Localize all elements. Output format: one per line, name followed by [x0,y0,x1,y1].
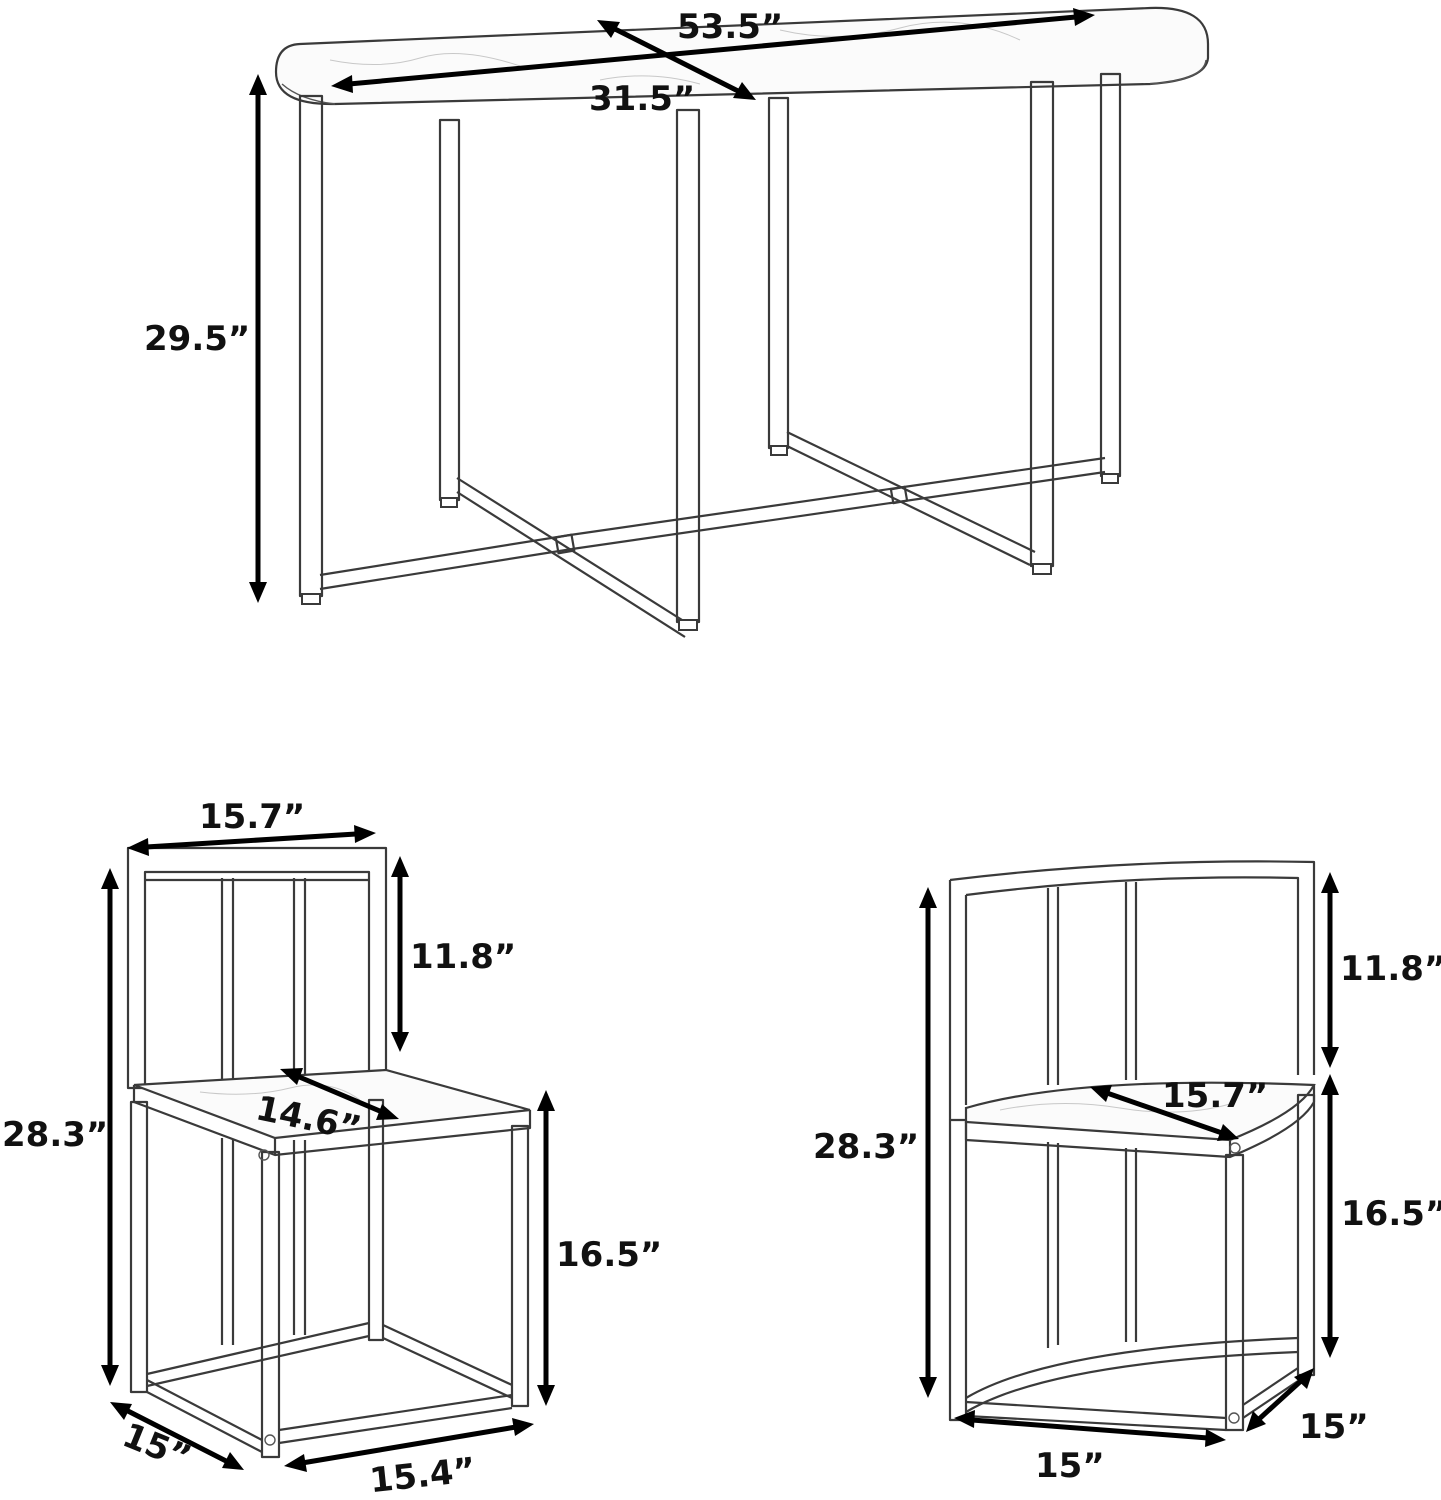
chair-left-base-depth-arrow [110,1402,244,1470]
chair-left-base-width-label: 15.4” [368,1450,478,1500]
chair-left-back-width-label: 15.7” [199,797,305,837]
chair-left-base [129,1098,530,1459]
chair-right-seat-height-label: 16.5” [1341,1194,1441,1234]
chair-right-base-depth-label: 15” [1299,1407,1369,1447]
table-width-arrow [597,20,756,100]
chair-right [948,860,1316,1432]
chair-left-seat-height-label: 16.5” [556,1235,662,1275]
chair-left [126,846,532,1459]
chair-left-total-height-arrow [101,868,119,1386]
chair-right-total-height-arrow [919,887,937,1398]
table-cross-base [319,431,1106,638]
chair-left-back-height-arrow [391,856,409,1052]
table-front-left-leg [298,94,324,605]
chair-right-total-height-label: 28.3” [813,1127,919,1167]
chair-left-back-height-label: 11.8” [410,937,516,977]
chair-left-base-width-arrow [284,1418,534,1472]
table-back-far-right-leg [1099,72,1122,484]
chair-right-base-depth-arrow [1246,1368,1314,1432]
table-length-label: 53.5” [677,7,783,47]
table-height-label: 29.5” [144,319,250,359]
chair-right-back-height-label: 11.8” [1340,949,1441,989]
chair-right-base-width-label: 15” [1035,1446,1105,1486]
chair-right-seat [964,1081,1316,1159]
chair-left-seat [132,1068,532,1157]
table-height-arrow [249,74,267,603]
chair-right-backrest [948,860,1316,1120]
chair-right-seat-depth-label: 15.7” [1162,1076,1268,1116]
table-width-label: 31.5” [589,79,695,119]
table-back-left-leg [438,118,461,508]
chair-left-base-depth-label: 15” [117,1415,197,1478]
dining-table [274,6,1210,638]
chair-left-backrest [126,846,388,1090]
chair-left-total-height-label: 28.3” [2,1115,108,1155]
chair-right-base-width-arrow [954,1410,1226,1447]
chair-left-seat-height-arrow [537,1090,555,1406]
table-front-middle-leg [675,108,701,631]
chair-right-seat-depth-arrow [1090,1085,1239,1141]
chair-right-back-height-arrow [1321,872,1339,1068]
chair-left-back-width-arrow [127,825,376,856]
table-front-right-leg [1029,80,1055,575]
chair-right-base [948,1093,1316,1432]
table-length-arrow [331,8,1095,93]
chair-right-seat-height-arrow [1321,1074,1339,1358]
chair-left-seat-depth-arrow [280,1068,399,1120]
table-back-right-leg [767,96,790,456]
